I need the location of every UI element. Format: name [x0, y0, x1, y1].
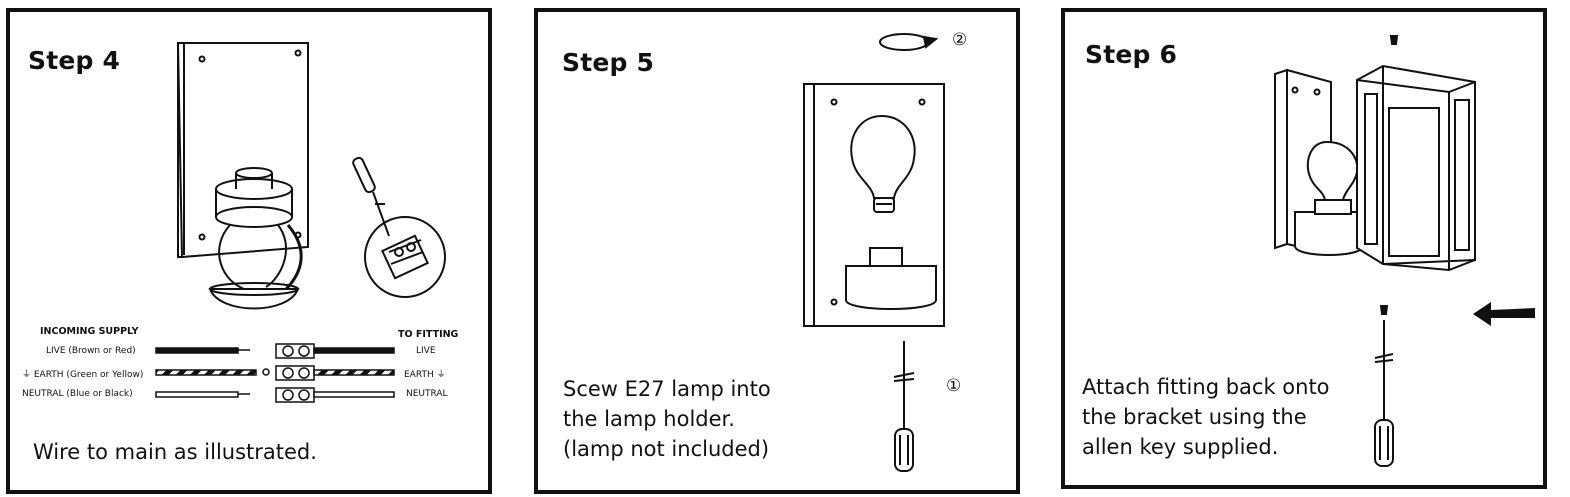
incoming-supply-header: INCOMING SUPPLY: [40, 326, 139, 337]
step-5-caption: Scew E27 lamp into the lamp holder. (lam…: [563, 374, 771, 464]
live-incoming-label: LIVE (Brown or Red): [46, 346, 136, 356]
neutral-fitting-label: NEUTRAL: [406, 389, 448, 399]
step-6-title: Step 6: [1085, 40, 1178, 69]
rotate-arrow-icon: [879, 33, 939, 51]
to-fitting-header: TO FITTING: [398, 329, 459, 340]
fitting-assembly-illustration: [1274, 35, 1476, 272]
allen-key-screwdriver-icon: [1374, 305, 1394, 467]
lamp-bracket-illustration: [803, 83, 945, 327]
step-4-panel: Step 4: [6, 8, 492, 494]
step-5-panel: Step 5 ②: [534, 8, 1020, 494]
earth-fitting-label: EARTH ⏚: [404, 370, 446, 380]
wiring-diagram: [155, 343, 395, 403]
wiring-bracket-illustration: [176, 42, 309, 310]
direction-arrow-icon: [1473, 302, 1535, 326]
step-6-caption: Attach fitting back onto the bracket usi…: [1082, 372, 1330, 462]
step-5-title: Step 5: [562, 48, 655, 77]
step-4-caption-line: Wire to main as illustrated.: [33, 440, 317, 464]
step-6-caption-line-1: Attach fitting back onto: [1082, 375, 1330, 399]
step-5-caption-line-2: the lamp holder.: [563, 407, 735, 431]
step-5-caption-line-3: (lamp not included): [563, 437, 770, 461]
marker-1: ①: [946, 376, 962, 396]
step-6-caption-line-2: the bracket using the: [1082, 405, 1307, 429]
marker-2: ②: [952, 30, 968, 50]
step-6-panel: Step 6: [1061, 8, 1547, 489]
live-fitting-label: LIVE: [416, 346, 436, 356]
screwdriver-icon: [893, 341, 915, 472]
step-4-caption: Wire to main as illustrated.: [33, 437, 317, 467]
earth-incoming-label: ⏚ EARTH (Green or Yellow): [22, 370, 144, 380]
step-4-title: Step 4: [28, 46, 121, 75]
neutral-incoming-label: NEUTRAL (Blue or Black): [22, 389, 133, 399]
step-5-caption-line-1: Scew E27 lamp into: [563, 377, 771, 401]
step-6-caption-line-3: allen key supplied.: [1082, 435, 1279, 459]
terminal-zoom-illustration: [352, 156, 446, 298]
